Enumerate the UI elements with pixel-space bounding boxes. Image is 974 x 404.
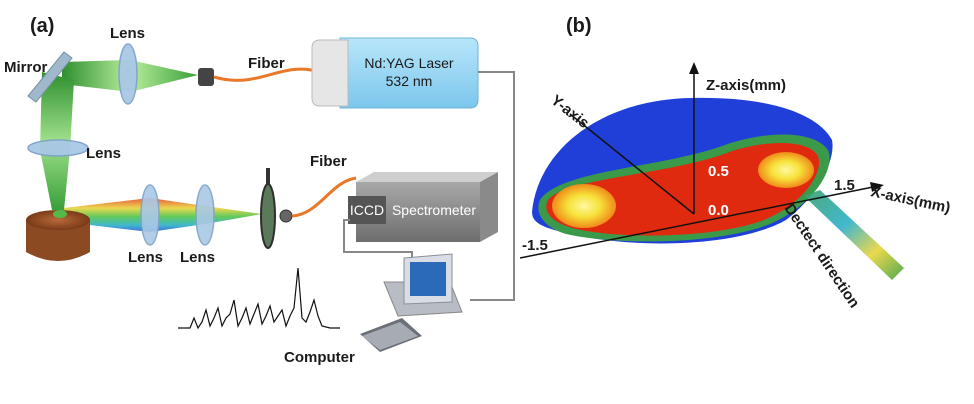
z-axis-arrow	[689, 62, 699, 74]
lens-bottom-1	[140, 184, 160, 246]
y-axis-line	[569, 113, 695, 215]
label-fiber-bottom: Fiber	[310, 153, 347, 170]
detect-label: Dectect direction	[781, 201, 863, 311]
label-lens-bottom-2: Lens	[180, 249, 215, 266]
label-lens-top: Lens	[110, 25, 145, 42]
x-axis-label: X-axis(mm)	[869, 183, 952, 216]
panel-a-tag: (a)	[30, 15, 54, 37]
fiber-bottom	[291, 176, 357, 218]
sample	[26, 210, 90, 261]
spectrometer: ICCD Spectrometer	[348, 172, 498, 242]
beam-collection	[64, 198, 262, 232]
fiber-top	[213, 67, 321, 82]
x-tick-pos: 1.5	[834, 177, 855, 194]
laser-line2: 532 nm	[386, 73, 433, 89]
spectrometer-label: Spectrometer	[392, 202, 476, 218]
panel-a: (a) Nd:YAG Laser 532 nm	[4, 15, 515, 366]
label-lens-mid: Lens	[86, 145, 121, 162]
cable-laser-computer	[470, 71, 515, 301]
plasma	[532, 97, 833, 244]
x-axis-line	[519, 185, 879, 259]
collector	[260, 168, 293, 249]
lens-top	[118, 43, 138, 105]
mirror	[27, 51, 73, 103]
z-tick-05: 0.5	[708, 163, 729, 180]
lens-mid	[27, 139, 89, 157]
label-lens-bottom-1: Lens	[128, 249, 163, 266]
lens-bottom-2	[195, 184, 215, 246]
x-axis-arrow	[870, 182, 884, 192]
laser: Nd:YAG Laser 532 nm	[311, 37, 479, 109]
panel-b: (b) Z-axis(mm) Y-axis X-axis(mm) 1.5 -1.…	[519, 15, 952, 311]
label-mirror: Mirror	[4, 59, 48, 76]
x-tick-neg: -1.5	[522, 237, 548, 254]
iccd-label: ICCD	[350, 202, 384, 218]
y-axis-label: Y-axis	[548, 92, 593, 132]
panel-b-tag: (b)	[566, 15, 592, 37]
z-tick-00: 0.0	[708, 202, 729, 219]
detect-beam	[804, 190, 904, 280]
spectrum-trace	[178, 267, 340, 330]
fiber-coupler-top	[198, 68, 214, 86]
label-computer: Computer	[284, 349, 355, 366]
computer	[360, 253, 463, 352]
laser-line1: Nd:YAG Laser	[364, 55, 454, 71]
label-fiber-top: Fiber	[248, 55, 285, 72]
z-axis-label: Z-axis(mm)	[706, 77, 786, 94]
